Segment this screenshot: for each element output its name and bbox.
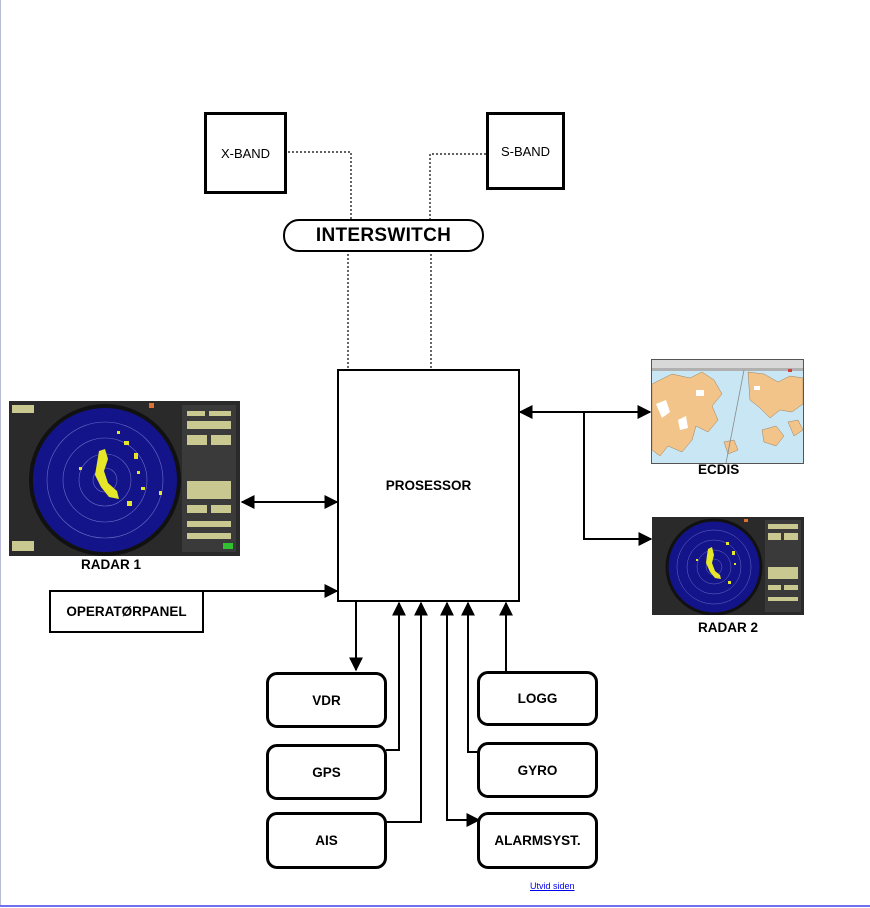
gyro-box: GYRO (477, 742, 598, 798)
processor-label: PROSESSOR (385, 478, 472, 493)
operatorpanel-label: OPERATØRPANEL (66, 604, 187, 619)
alarm-label: ALARMSYST. (494, 833, 581, 848)
sband-label: S-BAND (500, 143, 551, 159)
logg-label: LOGG (517, 691, 558, 706)
ais-label: AIS (315, 833, 338, 848)
xband-link-line (284, 151, 352, 220)
radar2-arrow (583, 412, 653, 546)
sband-link-line (429, 153, 486, 220)
xband-label: X-BAND (220, 145, 271, 161)
processor-box: PROSESSOR (337, 369, 520, 602)
gyro-label: GYRO (517, 762, 558, 778)
operatorpanel-box: OPERATØRPANEL (49, 590, 204, 633)
gps-arrow (386, 601, 406, 751)
interswitch-label: INTERSWITCH (315, 224, 452, 246)
radar2-screen-image (652, 517, 804, 615)
ecdis-chart (652, 360, 803, 463)
expand-page-link[interactable]: Utvid siden (530, 881, 575, 891)
radar2-caption: RADAR 2 (698, 620, 759, 635)
gps-label: GPS (312, 764, 341, 780)
page-border-bottom (0, 905, 870, 907)
xband-box: X-BAND (204, 112, 287, 194)
radar2-scope (652, 517, 804, 615)
radar1-caption: RADAR 1 (81, 557, 142, 572)
ais-box: AIS (266, 812, 387, 869)
interswitch-box: INTERSWITCH (283, 219, 484, 252)
ecdis-screen-image (651, 359, 804, 464)
sband-box: S-BAND (486, 112, 565, 190)
gps-box: GPS (266, 744, 387, 800)
ais-arrow (386, 601, 428, 823)
vdr-label: VDR (312, 692, 341, 708)
radar1-scope (9, 401, 240, 556)
vdr-box: VDR (266, 672, 387, 728)
alarm-arrow (440, 601, 481, 827)
logg-box: LOGG (477, 671, 598, 726)
radar1-screen-image (9, 401, 240, 556)
alarm-box: ALARMSYST. (477, 812, 598, 869)
gyro-arrow (461, 601, 479, 753)
page-border-left (0, 0, 1, 906)
ecdis-caption: ECDIS (698, 462, 740, 477)
